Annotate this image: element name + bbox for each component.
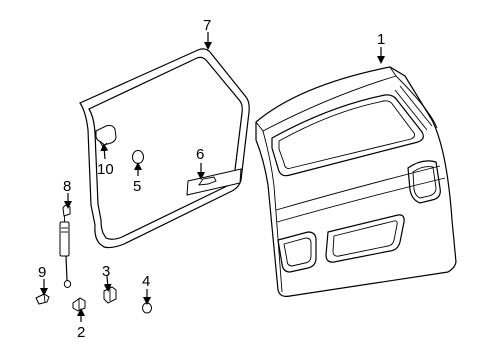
lift-gate-part-1 — [255, 66, 457, 297]
bracket-part-10 — [95, 124, 117, 148]
gas-strut-part-8 — [59, 204, 72, 288]
bumper-part-3 — [103, 286, 117, 304]
clip-part-9 — [35, 293, 50, 305]
callout-2: 2 — [77, 324, 85, 341]
plug-part-5 — [132, 150, 144, 164]
callout-labels: 1 2 3 4 5 6 7 8 9 10 — [38, 17, 385, 341]
callout-1: 1 — [377, 31, 385, 48]
callout-4: 4 — [142, 273, 150, 290]
plug-part-4 — [142, 302, 152, 314]
callout-6: 6 — [196, 146, 204, 163]
callout-5: 5 — [133, 178, 141, 195]
striker-part-2 — [72, 297, 86, 312]
callout-10: 10 — [97, 161, 114, 178]
callout-8: 8 — [63, 178, 71, 195]
leader-lines — [40, 32, 385, 322]
callout-9: 9 — [38, 264, 46, 281]
callout-7: 7 — [203, 17, 211, 34]
weatherstrip-seal — [79, 48, 250, 249]
trim-plate-part-6 — [186, 168, 242, 196]
callout-3: 3 — [102, 263, 110, 280]
